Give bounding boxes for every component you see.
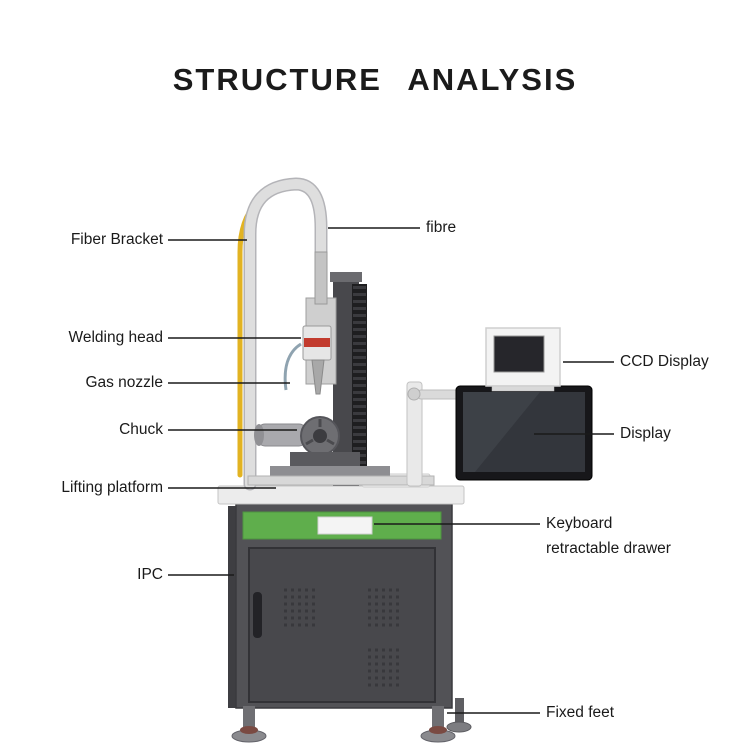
leader-lines — [168, 227, 614, 714]
display-monitor — [455, 385, 593, 481]
gas-tube — [283, 342, 302, 391]
label-ccd-display: CCD Display — [620, 353, 709, 370]
label-display: Display — [620, 425, 671, 442]
chuck — [254, 416, 340, 456]
label-keyboard-line2: retractable drawer — [546, 540, 671, 557]
label-ipc: IPC — [137, 566, 163, 583]
label-fibre: fibre — [426, 219, 457, 236]
label-welding-head: Welding head — [68, 329, 163, 346]
label-fiber-bracket: Fiber Bracket — [70, 231, 163, 248]
label-keyboard-drawer: Keyboard retractable drawer — [546, 511, 671, 561]
drawer-handle — [317, 516, 373, 535]
cabinet — [228, 503, 453, 709]
label-lifting-platform: Lifting platform — [61, 479, 163, 496]
welding-head — [283, 251, 337, 395]
keyboard-drawer — [242, 511, 442, 540]
label-keyboard-line1: Keyboard — [546, 515, 613, 532]
label-chuck: Chuck — [119, 421, 163, 438]
fiber-conduit — [245, 178, 326, 489]
monitor-arm — [406, 381, 463, 487]
fixed-feet — [231, 698, 472, 743]
page-title: STRUCTURE ANALYSIS — [172, 62, 578, 97]
label-gas-nozzle: Gas nozzle — [85, 374, 163, 391]
support-column — [330, 272, 367, 486]
ccd-display — [485, 327, 561, 392]
vent-holes — [284, 588, 400, 687]
label-fixed-feet: Fixed feet — [546, 704, 615, 721]
gas-nozzle — [311, 359, 325, 395]
door-handle — [253, 592, 262, 638]
lifting-platform — [247, 452, 435, 486]
fiber-bracket — [237, 177, 328, 491]
